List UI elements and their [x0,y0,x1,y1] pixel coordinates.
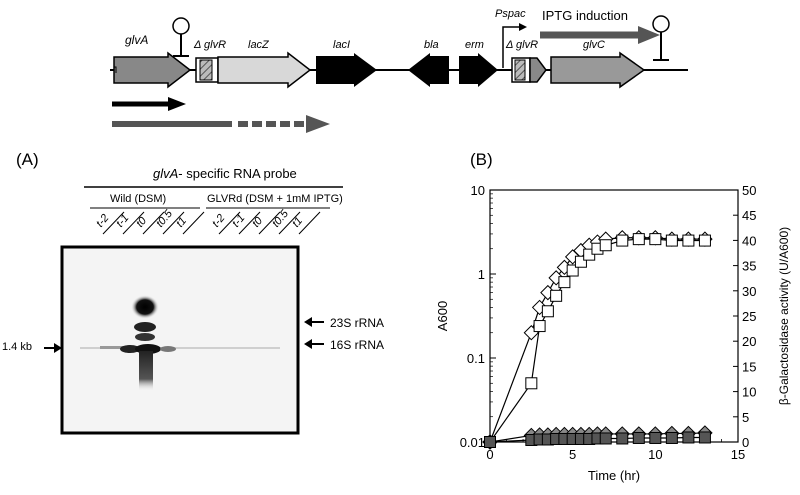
series-3-point [698,431,711,444]
marker-16s-arrow [304,339,324,349]
panel-b-letter: (B) [470,150,493,169]
label-pspac: Pspac [495,8,526,20]
x-axis-label: Time (hr) [588,468,640,483]
panel-a-letter: (A) [16,150,39,169]
growth-chart: 0 5 10 15 0.01 0.1 1 10 0 5 10 15 20 25 30 35 40 45 50Time… [435,183,791,483]
series-3-point [484,436,496,448]
y-left-tick-label: 0.1 [467,351,485,366]
group2-label: GLVRd (DSM + 1mM IPTG) [207,193,343,205]
y-right-tick-label: 10 [742,385,756,400]
y-left-tick-label: 10 [471,183,485,198]
gene-erm-arrow [459,53,498,87]
gene-glvC-arrow [550,51,646,89]
y-right-tick-label: 35 [742,259,756,274]
series-1-point [550,289,563,302]
series-1-point [698,234,711,247]
series-1-point [566,264,579,277]
y-right-tick-label: 20 [742,334,756,349]
y-left-axis-label: A600 [435,301,450,331]
northern-blot-image [60,245,300,435]
label-glvA: glvA [125,33,149,47]
x-tick-label: 15 [731,447,745,462]
series-3-point [665,431,678,444]
y-right-tick-label: 0 [742,435,749,450]
marker-23s-arrow [304,317,324,327]
y-right-tick-label: 30 [742,284,756,299]
gene-lacI-arrow [316,53,377,87]
marker-23s-label: 23S rRNA [330,316,385,330]
series-1-point [558,276,571,289]
series-1-point [616,234,629,247]
series-1-point [649,233,662,246]
series-1-point [525,377,538,390]
x-tick-label: 0 [486,447,493,462]
series-3-point [682,431,695,444]
gene-map [110,15,688,133]
series-1-point [541,305,554,318]
probe-title: glvA- specific RNA probe [153,166,297,181]
label-erm: erm [465,39,484,51]
y-right-tick-label: 45 [742,208,756,223]
smear-lane-t0 [139,351,153,391]
gene-lacZ-arrow [217,51,312,89]
y-right-tick-label: 25 [742,309,756,324]
marker-16s-label: 16S rRNA [330,338,385,352]
x-tick-label: 5 [569,447,576,462]
x-tick-label: 10 [648,447,662,462]
y-right-tick-label: 50 [742,183,756,198]
label-iptg-induction: IPTG induction [542,8,628,23]
y-left-tick-label: 0.01 [460,435,485,450]
band-1-4kb-lane-t-1 [120,345,140,353]
y-right-tick-label: 15 [742,359,756,374]
marker-1-4kb-arrow [44,343,62,353]
label-lacZ: lacZ [248,39,269,51]
label-lacI: lacI [333,39,351,51]
series-3-point [599,432,612,445]
series-1-point [599,239,612,252]
band-23s-high [131,295,159,319]
lane-header-lines [84,186,343,235]
blot-frame [60,245,300,435]
terminator-2-icon [652,15,670,33]
probe-title-rest: - specific RNA probe [178,166,297,181]
marker-1-4kb: 1.4 kb [2,341,32,353]
label-delta-glvR-2: Δ glvR [506,39,539,51]
series-1-point [632,233,645,246]
series-line-1 [489,238,705,443]
probe-title-gene: glvA [153,166,179,181]
series-1-point [574,255,587,268]
pspac-promoter-icon [502,26,521,68]
series-1-point [665,234,678,247]
plot-frame [489,189,739,443]
y-right-axis-label: β-Galactosidase activity (U/A600) [777,227,791,405]
gene-glvA-arrow [113,51,192,89]
series-3-point [649,431,662,444]
series-line-0 [489,237,705,443]
group1-label: Wild (DSM) [110,193,167,205]
series-0-point [531,299,548,316]
y-left-tick-label: 1 [478,267,485,282]
label-bla: bla [424,39,439,51]
series-3-point [616,432,629,445]
series-1-point [682,234,695,247]
terminator-1-icon [172,17,190,35]
series-1-point [533,320,546,333]
y-right-tick-label: 5 [742,410,749,425]
label-delta-glvR-1: Δ glvR [194,39,227,51]
gene-bla-arrow [408,53,449,87]
series-3-point [632,431,645,444]
y-right-tick-label: 40 [742,233,756,248]
label-glvC: glvC [583,39,606,51]
